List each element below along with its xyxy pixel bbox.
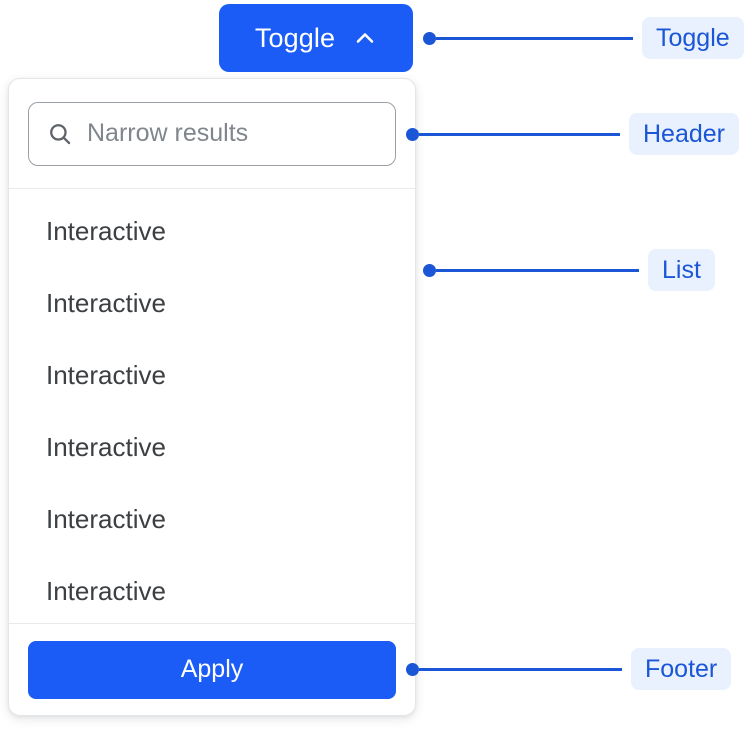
apply-button[interactable]: Apply (28, 640, 396, 699)
annotation-dot (406, 662, 419, 676)
dropdown-footer: Apply (9, 623, 415, 715)
list-item-label: Interactive (46, 215, 166, 246)
dropdown-header (9, 79, 415, 189)
toggle-button[interactable]: Toggle (219, 4, 413, 72)
chevron-up-icon (353, 26, 377, 50)
dropdown-list: Interactive Interactive Interactive Inte… (9, 189, 415, 623)
search-field[interactable] (28, 101, 396, 166)
list-item-label: Interactive (46, 359, 166, 390)
annotation-label: List (648, 248, 715, 292)
list-item-label: Interactive (46, 575, 166, 606)
annotation-line (436, 268, 639, 272)
toggle-button-label: Toggle (254, 22, 336, 53)
dropdown-panel: Interactive Interactive Interactive Inte… (8, 78, 416, 716)
annotation-dot (423, 263, 436, 277)
search-icon (47, 121, 73, 147)
annotation-label: Toggle (642, 16, 744, 60)
annotation-line (436, 36, 633, 40)
annotation-label: Footer (631, 647, 732, 691)
annotation-line (419, 132, 620, 136)
list-item-label: Interactive (46, 431, 166, 462)
list-item[interactable]: Interactive (9, 267, 415, 339)
list-item-label: Interactive (46, 287, 166, 318)
search-input[interactable] (87, 119, 377, 148)
list-item-label: Interactive (46, 503, 166, 534)
annotation-label: Header (629, 112, 739, 156)
annotation-dot (423, 31, 436, 45)
list-item[interactable]: Interactive (9, 195, 415, 267)
list-item[interactable]: Interactive (9, 339, 415, 411)
list-item[interactable]: Interactive (9, 555, 415, 623)
list-item[interactable]: Interactive (9, 411, 415, 483)
annotation-dot (406, 127, 419, 141)
annotation-line (419, 667, 622, 671)
list-item[interactable]: Interactive (9, 483, 415, 555)
